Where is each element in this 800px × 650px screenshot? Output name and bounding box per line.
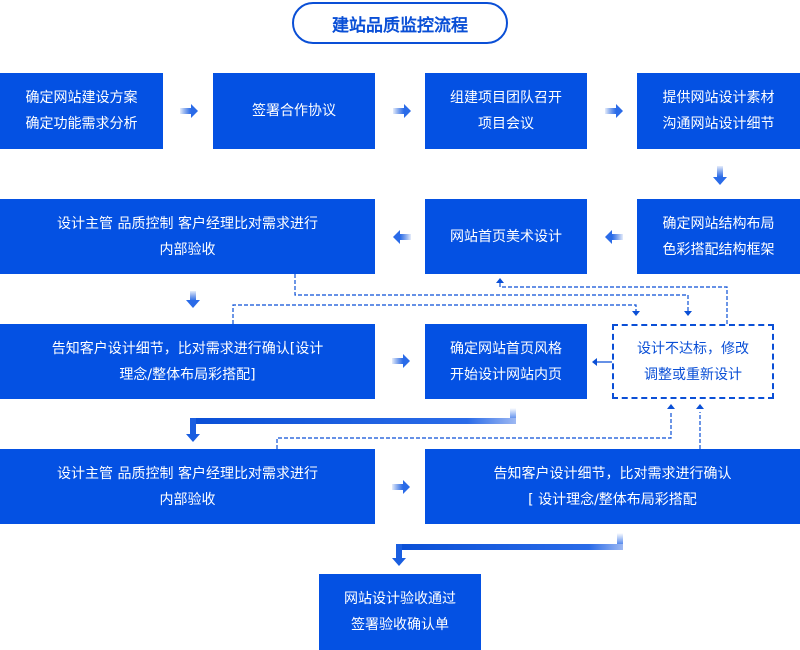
step-line: 项目会议 [478,116,534,132]
step-client-confirm-1: 告知客户设计细节，比对需求进行确认[设计 理念/整体布局彩搭配] [0,324,375,399]
step-line: 沟通网站设计细节 [662,116,775,132]
step-inner-pages: 确定网站首页风格 开始设计网站内页 [425,324,587,399]
step-line: 确定网站建设方案 [25,90,138,106]
step-line: 签署验收确认单 [351,617,449,633]
step-line: 网站设计验收通过 [344,591,456,607]
step-structure-layout: 确定网站结构布局 色彩搭配结构框架 [637,199,800,274]
step-line: 色彩搭配结构框架 [662,241,775,258]
flow-title: 建站品质监控流程 [292,2,508,44]
step-internal-review-2: 设计主管 品质控制 客户经理比对需求进行 内部验收 [0,449,375,524]
arrow-down-icon [632,311,640,316]
step-client-confirm-2: 告知客户设计细节，比对需求进行确认 [ 设计理念/整体布局彩搭配 [425,449,800,524]
arrow-right-icon [392,480,410,494]
arrow-left-icon [393,230,411,244]
step-line: 组建项目团队召开 [450,90,562,106]
step-line: 网站首页美术设计 [450,228,562,245]
step-line: 确定功能需求分析 [25,116,138,132]
step-line: 确定网站首页风格 [450,340,562,357]
dashed-arrowheads [496,278,704,409]
step-line: 设计主管 品质控制 客户经理比对需求进行 [57,215,318,232]
arrow-up-icon [667,404,675,409]
step-final-acceptance: 网站设计验收通过 签署验收确认单 [319,574,481,650]
arrow-up-icon [496,278,504,283]
step-line: 内部验收 [159,241,216,258]
arrow-down-icon [684,311,692,316]
step-line: 开始设计网站内页 [450,366,562,383]
arrow-left-icon [605,230,623,244]
rework-box: 设计不达标，修改 调整或重新设计 [612,324,774,399]
dashed-feedback-lines [232,274,728,449]
arrow-down-icon [186,291,200,308]
bent-arrow-icon [186,408,516,442]
arrow-left-icon [592,358,597,366]
step-line: 签署合作协议 [252,103,336,119]
step-line: 内部验收 [159,491,216,508]
step-line: 确定网站结构布局 [662,215,775,232]
step-define-plan: 确定网站建设方案 确定功能需求分析 [0,73,163,149]
rework-line: 调整或重新设计 [644,366,742,383]
arrow-up-icon [696,404,704,409]
step-line: [ 设计理念/整体布局彩搭配 [528,491,697,508]
step-provide-materials: 提供网站设计素材 沟通网站设计细节 [637,73,800,149]
arrow-right-icon [392,354,410,368]
step-line: 提供网站设计素材 [662,90,775,106]
step-internal-review-1: 设计主管 品质控制 客户经理比对需求进行 内部验收 [0,199,375,274]
arrow-right-icon [605,104,623,118]
step-line: 告知客户设计细节，比对需求进行确认 [493,465,732,482]
bent-arrow-icon [392,533,623,566]
arrow-right-icon [180,104,198,118]
step-homepage-design: 网站首页美术设计 [425,199,587,274]
rework-line: 设计不达标，修改 [637,340,749,357]
arrow-right-icon [393,104,411,118]
step-line: 告知客户设计细节，比对需求进行确认[设计 [51,340,324,357]
step-line: 理念/整体布局彩搭配] [119,366,256,383]
step-sign-contract: 签署合作协议 [213,73,375,149]
arrow-down-icon [713,166,727,185]
step-team-meeting: 组建项目团队召开 项目会议 [425,73,587,149]
step-line: 设计主管 品质控制 客户经理比对需求进行 [57,465,318,482]
